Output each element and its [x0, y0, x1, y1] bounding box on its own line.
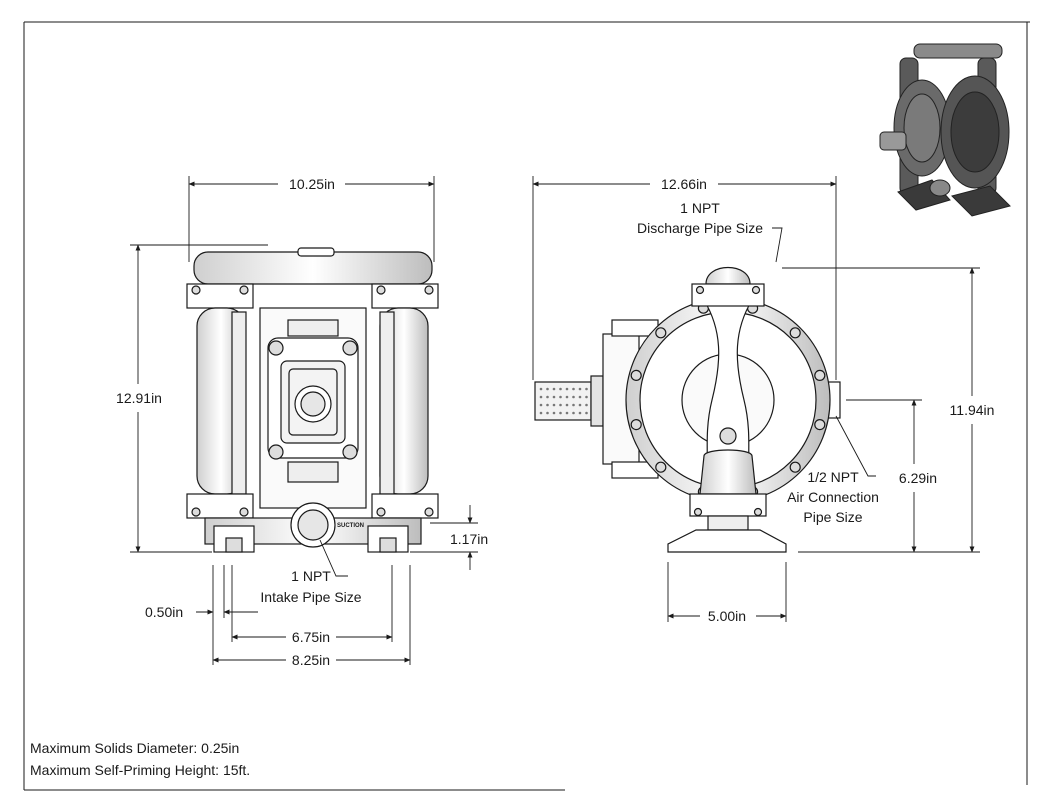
side-view: [534, 266, 841, 553]
strainer-hole: [552, 411, 556, 415]
strainer-hole: [539, 387, 543, 391]
strainer-hole: [552, 387, 556, 391]
air-height-dimension: 6.29in: [899, 470, 937, 486]
base-height-dimension: 1.17in: [450, 531, 488, 547]
strainer-hole: [546, 411, 549, 415]
offset-dimension: 0.50in: [145, 604, 183, 620]
chamber-bolt: [655, 327, 667, 339]
strainer-hole: [585, 411, 588, 415]
strainer-hole: [578, 411, 582, 415]
side-dimension-labels: 12.66in 11.94in 6.29in 5.00in 1 NPT Disc…: [637, 176, 994, 624]
air-callout-line3: Pipe Size: [803, 509, 862, 525]
drawing-border: [23, 21, 1030, 791]
strainer-hole: [539, 411, 543, 415]
strainer-hole: [585, 387, 588, 391]
strainer-hole: [559, 403, 562, 407]
chamber-bolt: [789, 461, 801, 473]
side-dimensions: [532, 176, 980, 622]
chamber-bolt: [630, 369, 642, 381]
base-depth-dimension: 5.00in: [708, 608, 746, 624]
strainer-hole: [559, 387, 562, 391]
air-callout-line1: 1/2 NPT: [807, 469, 859, 485]
strainer-hole: [546, 403, 549, 407]
strainer-hole: [578, 403, 582, 407]
chamber-bolt: [655, 461, 667, 473]
strainer-hole: [539, 395, 543, 399]
strainer-hole: [546, 387, 549, 391]
front-dimension-labels: 10.25in 12.91in 1.17in 0.50in 6.75in 8.2…: [116, 176, 488, 668]
height-dimension: 12.91in: [116, 390, 162, 406]
strainer-hole: [572, 403, 575, 407]
strainer-hole: [572, 395, 575, 399]
depth-dimension: 12.66in: [661, 176, 707, 192]
strainer-hole: [585, 403, 588, 407]
width-dimension: 10.25in: [289, 176, 335, 192]
strainer-hole: [565, 403, 569, 407]
max-priming-note: Maximum Self-Priming Height: 15ft.: [30, 762, 251, 778]
strainer-hole: [552, 395, 556, 399]
strainer-hole: [565, 395, 569, 399]
base-width-dimension: 8.25in: [292, 652, 330, 668]
chamber-bolt: [814, 419, 826, 431]
strainer-hole: [559, 411, 562, 415]
max-solids-note: Maximum Solids Diameter: 0.25in: [30, 740, 240, 756]
side-height-dimension: 11.94in: [950, 402, 995, 418]
chamber-bolt: [789, 327, 801, 339]
strainer-hole: [546, 395, 549, 399]
intake-callout-line2: Intake Pipe Size: [260, 589, 361, 605]
strainer-hole: [565, 387, 569, 391]
strainer-hole: [578, 395, 582, 399]
strainer-hole: [585, 395, 588, 399]
strainer-hole: [539, 403, 543, 407]
strainer-hole: [552, 403, 556, 407]
air-callout-line2: Air Connection: [787, 489, 879, 505]
strainer-hole: [572, 387, 575, 391]
pump-render-thumbnail: [879, 43, 1011, 217]
chamber-bolt: [630, 419, 642, 431]
discharge-callout-line2: Discharge Pipe Size: [637, 220, 763, 236]
suction-label: SUCTION: [337, 523, 364, 529]
strainer-holes: [539, 387, 588, 415]
discharge-callout-line1: 1 NPT: [680, 200, 720, 216]
chamber-bolt: [814, 369, 826, 381]
strainer-hole: [565, 411, 569, 415]
front-dimensions: [130, 176, 478, 665]
intake-callout-line1: 1 NPT: [291, 568, 331, 584]
strainer-hole: [559, 395, 562, 399]
strainer-hole: [578, 387, 582, 391]
front-view: [186, 247, 439, 553]
bolt-span-dimension: 6.75in: [292, 629, 330, 645]
strainer-hole: [572, 411, 575, 415]
